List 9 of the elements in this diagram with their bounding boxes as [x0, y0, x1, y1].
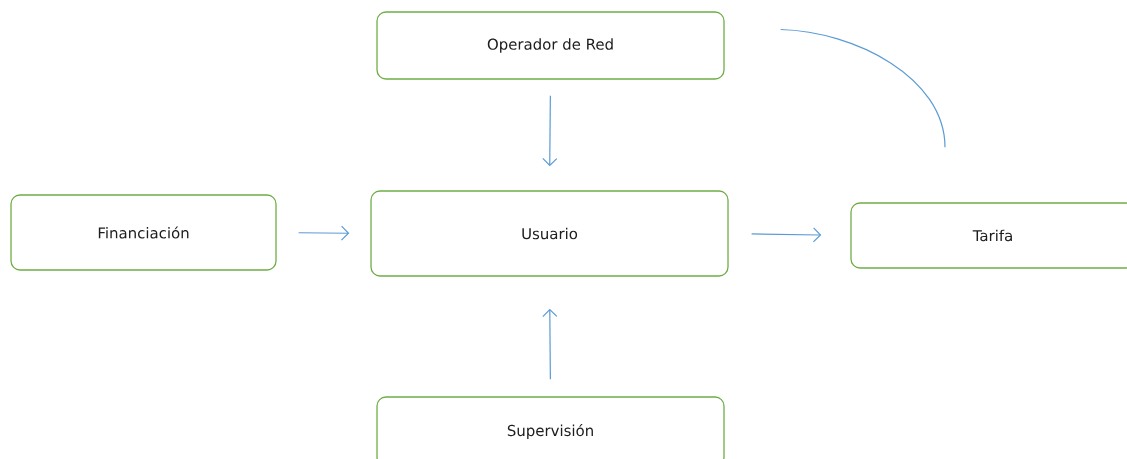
- arrow: [298, 225, 350, 241]
- arrow: [542, 95, 558, 167]
- process-box: Tarifa: [850, 202, 1127, 269]
- process-box: Usuario: [370, 190, 729, 277]
- process-box: Financiación: [10, 194, 277, 271]
- arrow: [542, 308, 558, 380]
- process-box: Operador de Red: [376, 11, 725, 80]
- process-box: Supervisión: [376, 396, 725, 459]
- arrow: [751, 227, 822, 243]
